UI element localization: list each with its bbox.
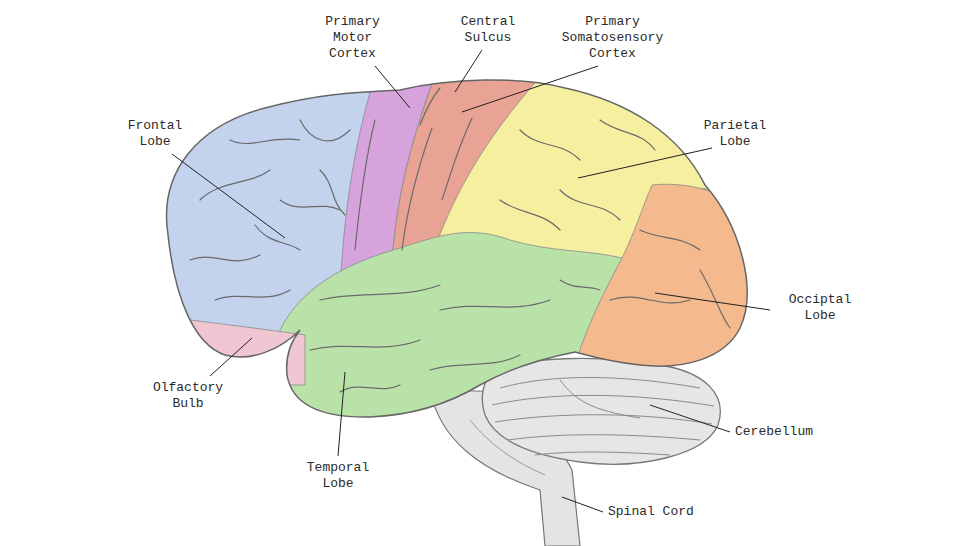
gyrus-line (700, 270, 730, 328)
leader-line (462, 66, 598, 112)
part-label: Cerebellum (735, 424, 845, 440)
occipital-lobe-region (570, 184, 780, 420)
leader-line (578, 148, 712, 178)
part-label: Spinal Cord (608, 504, 728, 520)
cerebellum-fold (492, 395, 714, 406)
leader-line (650, 405, 730, 432)
gyrus-line (600, 120, 655, 150)
part-label: Olfactory Bulb (148, 380, 228, 412)
gyrus-line (640, 230, 700, 250)
gyrus-line (610, 297, 690, 303)
part-label: Occiptal Lobe (775, 292, 865, 324)
leader-lines (172, 50, 770, 512)
part-label: Primary Somatosensory Cortex (555, 14, 670, 62)
gyrus-line (280, 200, 340, 210)
gyrus-line (402, 128, 432, 250)
cerebellum-folds (492, 378, 714, 456)
leader-line (375, 66, 410, 108)
cerebellum-fold (495, 415, 712, 424)
cerebellum-fold (535, 452, 670, 455)
part-label: Parietal Lobe (690, 118, 780, 150)
gyrus-line (320, 170, 345, 215)
gyrus-line (340, 385, 400, 392)
central-sulcus-line (420, 88, 440, 125)
gyrus-line (200, 170, 270, 200)
gyri-lines (190, 88, 730, 392)
leader-line (455, 50, 482, 92)
gyrus-line (320, 285, 440, 300)
leader-line (655, 293, 770, 310)
gyrus-line (430, 355, 520, 370)
frontal-lobe-region (140, 60, 780, 440)
gyrus-line (560, 280, 600, 290)
gyrus-line (215, 290, 290, 300)
temporal-lobe-region (280, 232, 622, 425)
cerebellum-shape (482, 358, 720, 464)
cerebellum-fold (508, 435, 700, 440)
part-label: Primary Motor Cortex (310, 14, 395, 62)
part-label: Frontal Lobe (115, 118, 195, 150)
gyrus-line (442, 118, 472, 200)
part-label: Temporal Lobe (298, 460, 378, 492)
cerebellum-fold (500, 378, 700, 389)
cerebrum-outline (167, 80, 748, 417)
leader-line (562, 497, 603, 512)
gyrus-line (440, 300, 550, 310)
part-label: Central Sulcus (448, 14, 528, 46)
leader-line (172, 154, 285, 238)
gyrus-line (310, 340, 420, 350)
gyrus-line (190, 255, 260, 261)
gyrus-line (560, 190, 620, 220)
leader-line (210, 338, 252, 376)
leader-line (338, 372, 345, 456)
gyrus-line (300, 120, 350, 141)
gyrus-line (500, 200, 560, 230)
gyrus-line (255, 225, 300, 250)
cerebellum-fold (560, 380, 640, 418)
gyrus-line (230, 139, 300, 144)
gyrus-line (355, 120, 375, 250)
gyrus-line (520, 130, 580, 160)
